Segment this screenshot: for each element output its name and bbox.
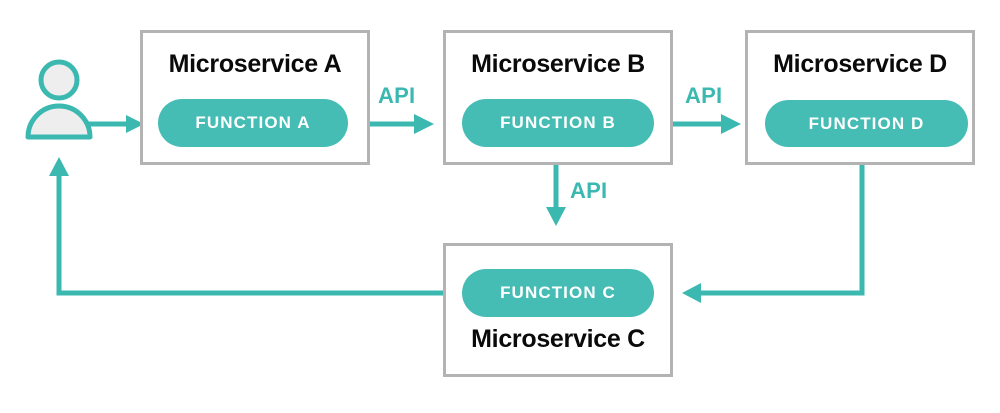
service-title-c: Microservice C bbox=[471, 325, 645, 353]
function-label-d: FUNCTION D bbox=[808, 113, 925, 133]
function-pill-a[interactable]: FUNCTION A bbox=[158, 99, 348, 147]
function-label-c: FUNCTION C bbox=[500, 283, 616, 302]
function-label-a: FUNCTION A bbox=[195, 113, 311, 132]
person-icon bbox=[22, 58, 96, 142]
function-label-b: FUNCTION B bbox=[500, 113, 616, 132]
service-title-b: Microservice B bbox=[471, 50, 645, 78]
service-title-d: Microservice D bbox=[773, 50, 947, 78]
api-label-b-to-d: API bbox=[685, 83, 723, 108]
function-pill-d[interactable]: FUNCTION D bbox=[765, 100, 968, 147]
function-pill-c[interactable]: FUNCTION C bbox=[462, 269, 654, 317]
edge-c-to-user bbox=[49, 157, 470, 296]
api-label-b-to-c: API bbox=[570, 178, 608, 203]
edge-user-to-a bbox=[88, 115, 144, 133]
function-pill-b[interactable]: FUNCTION B bbox=[462, 99, 654, 147]
api-label-a-to-b: API bbox=[378, 83, 416, 108]
service-title-a: Microservice A bbox=[168, 50, 342, 78]
